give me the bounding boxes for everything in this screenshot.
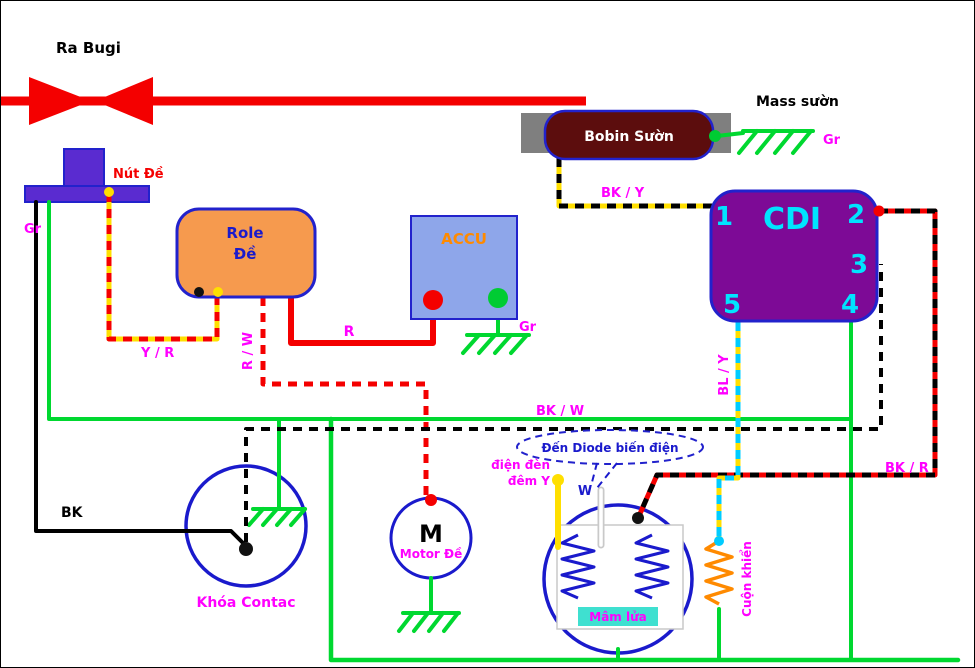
battery-positive-terminal bbox=[423, 290, 443, 310]
magneto-coil-right-icon bbox=[634, 533, 670, 600]
relay-terminal-black-dot bbox=[194, 287, 204, 297]
magneto-label-bg bbox=[578, 607, 658, 626]
start-button-bar bbox=[24, 185, 150, 203]
pickup-coil-terminal-dot bbox=[714, 536, 724, 546]
diode-callout-bubble bbox=[516, 429, 704, 465]
gr-bobin-label: Gr bbox=[823, 133, 841, 148]
motor-symbol: M bbox=[419, 520, 443, 548]
ignition-coil-ground-dot bbox=[709, 130, 721, 142]
magneto-coil-left-icon bbox=[560, 533, 596, 600]
bk-wire-label: BK bbox=[61, 505, 84, 521]
spark-gap-arrow-left-icon bbox=[95, 77, 153, 125]
ignition-switch-contact-dot bbox=[239, 542, 253, 556]
wire-bkw-dash bbox=[244, 264, 883, 542]
battery-label: ACCU bbox=[441, 230, 487, 248]
yellow-wire-terminal-dot bbox=[552, 474, 564, 486]
magneto-label: Mâm lửa bbox=[589, 610, 646, 624]
relay-label-line2: Đề bbox=[234, 244, 257, 263]
diode-callout-label: Đến Diode biến điện bbox=[541, 441, 678, 455]
wire-bly-dash bbox=[716, 322, 741, 538]
relay-box bbox=[175, 207, 317, 299]
motor-label: Motor Đề bbox=[400, 547, 462, 561]
cdi-pin2-label: 2 bbox=[847, 200, 865, 230]
pickup-coil-icon bbox=[704, 539, 734, 606]
green-ground-bus-bottom bbox=[328, 416, 961, 663]
cdi-pin2-dot bbox=[873, 205, 885, 217]
ground-symbol-motor bbox=[397, 576, 461, 633]
cdi-pin1-label: 1 bbox=[715, 202, 733, 232]
rw-wire-label: R / W bbox=[241, 332, 256, 370]
cdi-box bbox=[709, 189, 879, 323]
relay-terminal-yellow-dot bbox=[213, 287, 223, 297]
bkw-wire-label: BK / W bbox=[536, 404, 584, 419]
ground-symbol-ignition-switch bbox=[247, 417, 307, 527]
wire-bky-dash bbox=[556, 158, 713, 209]
ra-bugi-label: Ra Bugi bbox=[56, 39, 121, 57]
battery-negative-terminal bbox=[488, 288, 508, 308]
start-button-terminal-dot bbox=[104, 187, 114, 197]
start-button-label: Nút Đề bbox=[113, 167, 164, 182]
lamp-wire-label-line2: đêm Y bbox=[508, 474, 550, 488]
wire-yr-dash bbox=[106, 193, 220, 342]
start-button-knob bbox=[63, 148, 105, 190]
pickup-coil-label: Cuộn khiển bbox=[739, 541, 754, 617]
wire-rw-dash bbox=[260, 297, 429, 497]
ignition-coil-label: Bobin Sườn bbox=[584, 129, 674, 145]
mass-suon-label: Mass sườn bbox=[756, 94, 839, 110]
motor-terminal-dot bbox=[425, 494, 437, 506]
callout-tail-left bbox=[590, 462, 598, 487]
magneto-output-dot bbox=[632, 512, 644, 524]
relay-label-line1: Role bbox=[226, 224, 263, 242]
ignition-switch-label: Khóa Contac bbox=[196, 595, 295, 611]
bky-wire-label: BK / Y bbox=[601, 186, 645, 201]
gr-left-label: Gr bbox=[24, 222, 42, 237]
cdi-pin5-label: 5 bbox=[723, 290, 741, 320]
w-wire-label: W bbox=[578, 484, 592, 499]
bly-wire-label: BL / Y bbox=[717, 354, 732, 396]
cdi-pin3-label: 3 bbox=[850, 250, 868, 280]
yr-wire-label: Y / R bbox=[140, 346, 174, 361]
green-ground-bus-top bbox=[47, 200, 853, 421]
lamp-wire-label-line1: điện đèn bbox=[491, 458, 550, 472]
cdi-pin4-label: 4 bbox=[841, 290, 859, 320]
black-wire-bk bbox=[34, 200, 247, 547]
red-wire-r bbox=[288, 293, 436, 346]
ground-symbol-accu bbox=[461, 306, 531, 355]
cdi-label: CDI bbox=[763, 202, 821, 237]
r-wire-label: R bbox=[344, 324, 355, 340]
ground-symbol-frame-mass bbox=[715, 129, 815, 155]
callout-tail-right bbox=[596, 462, 618, 489]
spark-gap-arrow-right-icon bbox=[29, 77, 91, 125]
wire-bkr-dash bbox=[636, 208, 938, 518]
bkr-wire-label: BK / R bbox=[885, 461, 929, 476]
gr-accu-label: Gr bbox=[519, 320, 537, 335]
